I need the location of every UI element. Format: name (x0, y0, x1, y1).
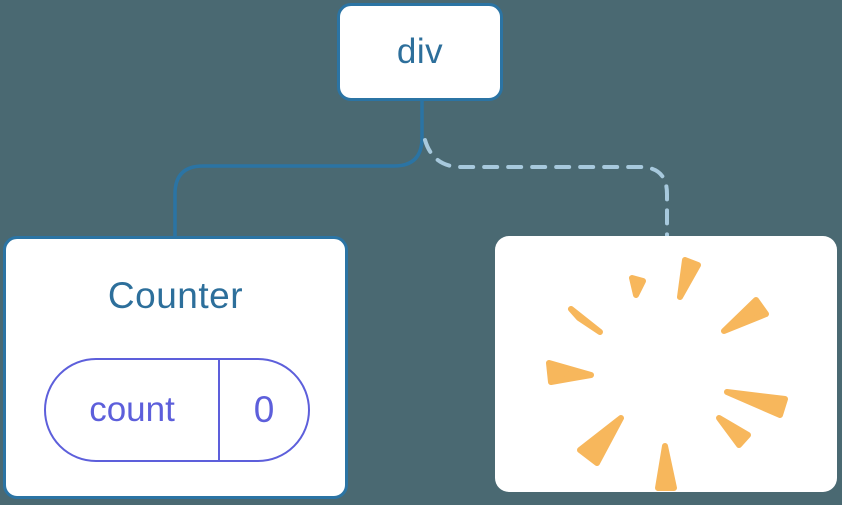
state-key-label: count (46, 360, 220, 460)
tree-node-removed (495, 236, 837, 492)
state-pill: count 0 (44, 358, 310, 462)
counter-title: Counter (107, 275, 244, 316)
tree-node-counter: Counter count 0 (3, 236, 348, 499)
solid-connector-line (173, 99, 424, 238)
poof-icon (546, 257, 788, 491)
div-node-label: div (396, 32, 444, 71)
tree-node-div: div (337, 3, 503, 101)
dashed-connector-line (423, 138, 669, 238)
state-value-label: 0 (253, 389, 275, 430)
